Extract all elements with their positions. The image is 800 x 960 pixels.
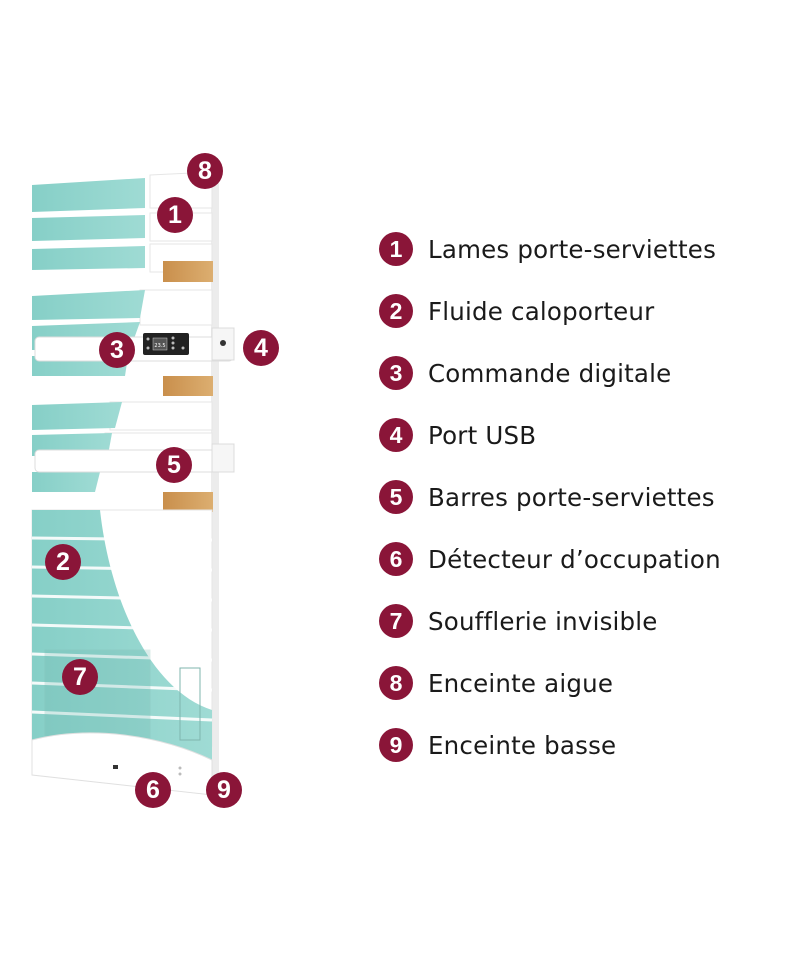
callout-badge-2: 2	[45, 544, 81, 580]
legend-badge: 6	[379, 542, 413, 576]
legend-label: Lames porte-serviettes	[428, 234, 717, 264]
callout-badge-5: 5	[156, 447, 192, 483]
legend-item: 4 Port USB	[379, 404, 721, 466]
legend-item: 7 Soufflerie invisible	[379, 590, 721, 652]
display-temperature: 23.5	[154, 343, 165, 349]
radiator-frame	[211, 168, 219, 790]
legend-badge: 8	[379, 666, 413, 700]
legend-item: 9 Enceinte basse	[379, 714, 721, 776]
legend-item: 5 Barres porte-serviettes	[379, 466, 721, 528]
callout-badge-1: 1	[157, 197, 193, 233]
legend-item: 8 Enceinte aigue	[379, 652, 721, 714]
legend-label: Enceinte basse	[428, 730, 617, 760]
legend-item: 2 Fluide caloporteur	[379, 280, 721, 342]
wood-accent	[163, 261, 213, 282]
legend-label: Fluide caloporteur	[428, 296, 655, 326]
callout-badge-7: 7	[62, 659, 98, 695]
legend-label: Enceinte aigue	[428, 668, 614, 698]
usb-port-icon	[220, 340, 226, 346]
bass-speaker-housing	[179, 667, 201, 741]
legend-badge: 4	[379, 418, 413, 452]
legend-badge: 7	[379, 604, 413, 638]
callout-badge-8: 8	[187, 153, 223, 189]
callout-badge-3: 3	[99, 332, 135, 368]
wood-accent	[163, 492, 213, 512]
legend-badge: 9	[379, 728, 413, 762]
legend-label: Barres porte-serviettes	[428, 482, 715, 512]
callout-badge-4: 4	[243, 330, 279, 366]
legend-badge: 3	[379, 356, 413, 390]
callout-badge-6: 6	[135, 772, 171, 808]
legend-badge: 1	[379, 232, 413, 266]
legend-badge: 5	[379, 480, 413, 514]
occupancy-sensor-icon	[113, 765, 118, 769]
legend-item: 3 Commande digitale	[379, 342, 721, 404]
towel-radiator-illustration: 23.5	[31, 168, 235, 796]
wood-accent	[163, 376, 213, 396]
legend: 1 Lames porte-serviettes 2 Fluide caloport…	[379, 218, 721, 776]
legend-label: Port USB	[428, 420, 537, 450]
legend-label: Soufflerie invisible	[428, 606, 658, 636]
legend-label: Détecteur d’occupation	[428, 544, 721, 574]
legend-item: 6 Détecteur d’occupation	[379, 528, 721, 590]
towel-slats-group-1	[32, 171, 213, 282]
legend-badge: 2	[379, 294, 413, 328]
legend-item: 1 Lames porte-serviettes	[379, 218, 721, 280]
invisible-blower	[44, 649, 151, 746]
legend-label: Commande digitale	[428, 358, 672, 388]
callout-badge-9: 9	[206, 772, 242, 808]
